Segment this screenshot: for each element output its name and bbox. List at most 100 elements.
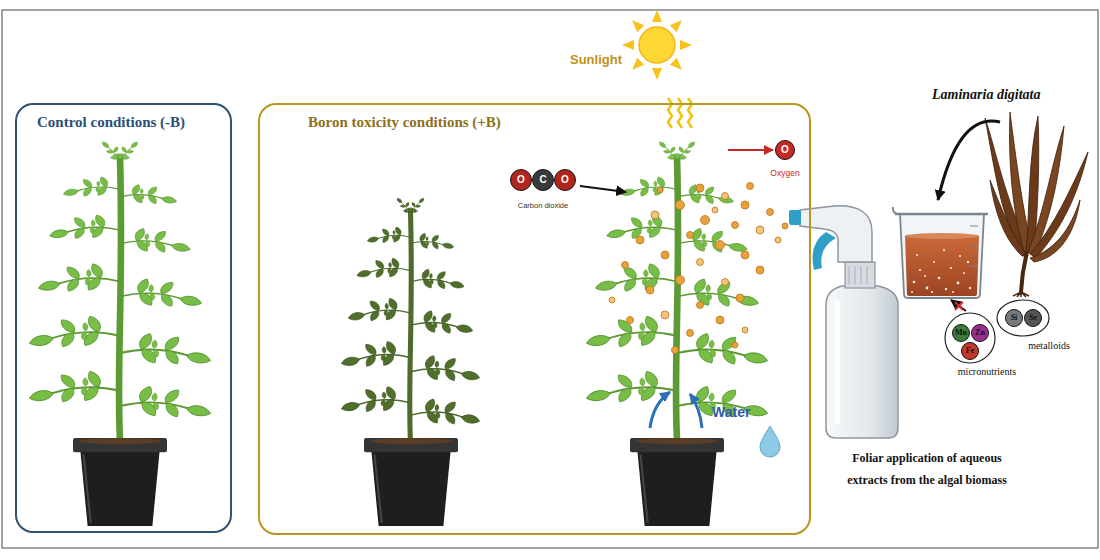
element-circle: Fe <box>961 342 979 360</box>
sun-icon <box>629 17 645 33</box>
sun-icon <box>629 58 645 74</box>
spray-droplets <box>622 262 629 269</box>
element-circle: Si <box>1005 309 1023 327</box>
plant-pot <box>630 438 724 526</box>
beaker <box>945 288 947 290</box>
group-outline <box>997 300 1049 336</box>
spray-droplets <box>716 241 725 250</box>
spray-droplets <box>636 236 644 244</box>
spray-droplets <box>646 286 654 294</box>
spray-bottle <box>789 210 801 225</box>
treated-plant <box>585 137 769 440</box>
spray-droplets <box>712 207 718 213</box>
kelp <box>985 112 1088 297</box>
oxygen-atom: O <box>510 169 532 191</box>
sun-icon <box>670 17 686 33</box>
beaker <box>943 249 945 251</box>
beaker <box>963 272 965 274</box>
water-label: Water <box>712 403 762 421</box>
kelp <box>1021 252 1027 292</box>
beaker <box>938 277 941 280</box>
beaker <box>916 254 918 256</box>
beaker <box>911 291 913 293</box>
element-circle: Mn <box>952 324 970 342</box>
sun-label: Sunlight <box>570 52 622 67</box>
spray-droplets <box>741 201 749 209</box>
sun-icon <box>639 27 675 63</box>
spray-droplets <box>651 211 659 219</box>
beaker <box>970 226 978 266</box>
beaker <box>919 269 921 271</box>
spray-droplets <box>687 330 694 337</box>
plant-pot <box>73 438 167 526</box>
spray-droplets <box>747 183 754 190</box>
panel-heading: Boron toxicity conditions (+B) <box>308 114 501 131</box>
spray-droplets <box>696 184 704 192</box>
beaker <box>959 255 961 257</box>
species-label: Laminaria digitata <box>932 87 1041 102</box>
condition-panel: Control conditions (-B) <box>15 103 232 533</box>
carbon-atom: C <box>532 169 554 191</box>
beaker <box>967 261 969 263</box>
spray-bottle <box>813 232 837 270</box>
uptake-arrow <box>580 186 626 192</box>
spray-droplets <box>609 183 788 354</box>
species-label: Laminaria digitata <box>932 85 1092 103</box>
beaker <box>895 213 988 216</box>
condition-panel: Boron toxicity conditions (+B)OCOO <box>258 103 811 535</box>
spray-droplets <box>756 226 764 234</box>
spray-droplets <box>661 251 669 259</box>
beaker <box>911 249 971 293</box>
treated-plant <box>585 137 769 440</box>
beaker <box>933 261 935 263</box>
spray-droplets <box>661 311 669 319</box>
element-symbol: Mn <box>955 327 967 339</box>
element-symbol: Zn <box>975 327 985 339</box>
water-drop <box>760 426 780 457</box>
spray-droplets <box>609 297 615 303</box>
beaker <box>893 207 897 214</box>
spray-droplets <box>742 327 748 333</box>
sun-label: Sunlight <box>560 50 622 68</box>
water-arrows <box>650 392 702 428</box>
beaker <box>905 233 979 239</box>
element-symbol: C <box>539 175 546 185</box>
sun-icon <box>622 40 634 50</box>
kelp <box>1013 292 1029 297</box>
beaker <box>952 291 954 293</box>
spray-bottle <box>826 286 898 438</box>
spray-droplets <box>676 276 685 285</box>
spray-droplets <box>687 232 694 239</box>
molecule-label: Carbon dioxide <box>518 201 568 210</box>
water-arrows <box>650 392 670 428</box>
spray-droplets <box>736 294 744 302</box>
element-symbol: Se <box>1029 312 1037 324</box>
cross-mark <box>955 302 963 310</box>
sun-icon <box>670 58 686 74</box>
element-arrow <box>951 300 966 311</box>
healthy-plant <box>28 137 212 440</box>
group-label: metalloids <box>1022 340 1076 352</box>
panel-heading: Control conditions (-B) <box>37 114 185 131</box>
beaker <box>931 291 933 293</box>
method-caption: Foliar application of aqueous extracts f… <box>832 447 1022 491</box>
beaker <box>926 287 929 290</box>
release-arrow <box>728 149 773 151</box>
oxygen-atom: O <box>554 169 576 191</box>
molecule-label: Oxygen <box>770 168 799 178</box>
sun-icon <box>622 10 692 80</box>
water-label: Water <box>712 404 750 420</box>
beaker <box>957 282 960 285</box>
spray-droplets <box>627 317 634 324</box>
spray-bottle <box>849 266 867 284</box>
spray-droplets <box>716 316 724 324</box>
beaker <box>924 275 926 277</box>
spray-droplets <box>676 201 685 210</box>
stressed-plant <box>340 194 481 443</box>
healthy-plant <box>28 137 212 440</box>
cross-mark <box>955 302 963 310</box>
spray-droplets <box>782 223 788 229</box>
cross-mark <box>955 302 963 310</box>
plant-pot <box>364 438 458 526</box>
